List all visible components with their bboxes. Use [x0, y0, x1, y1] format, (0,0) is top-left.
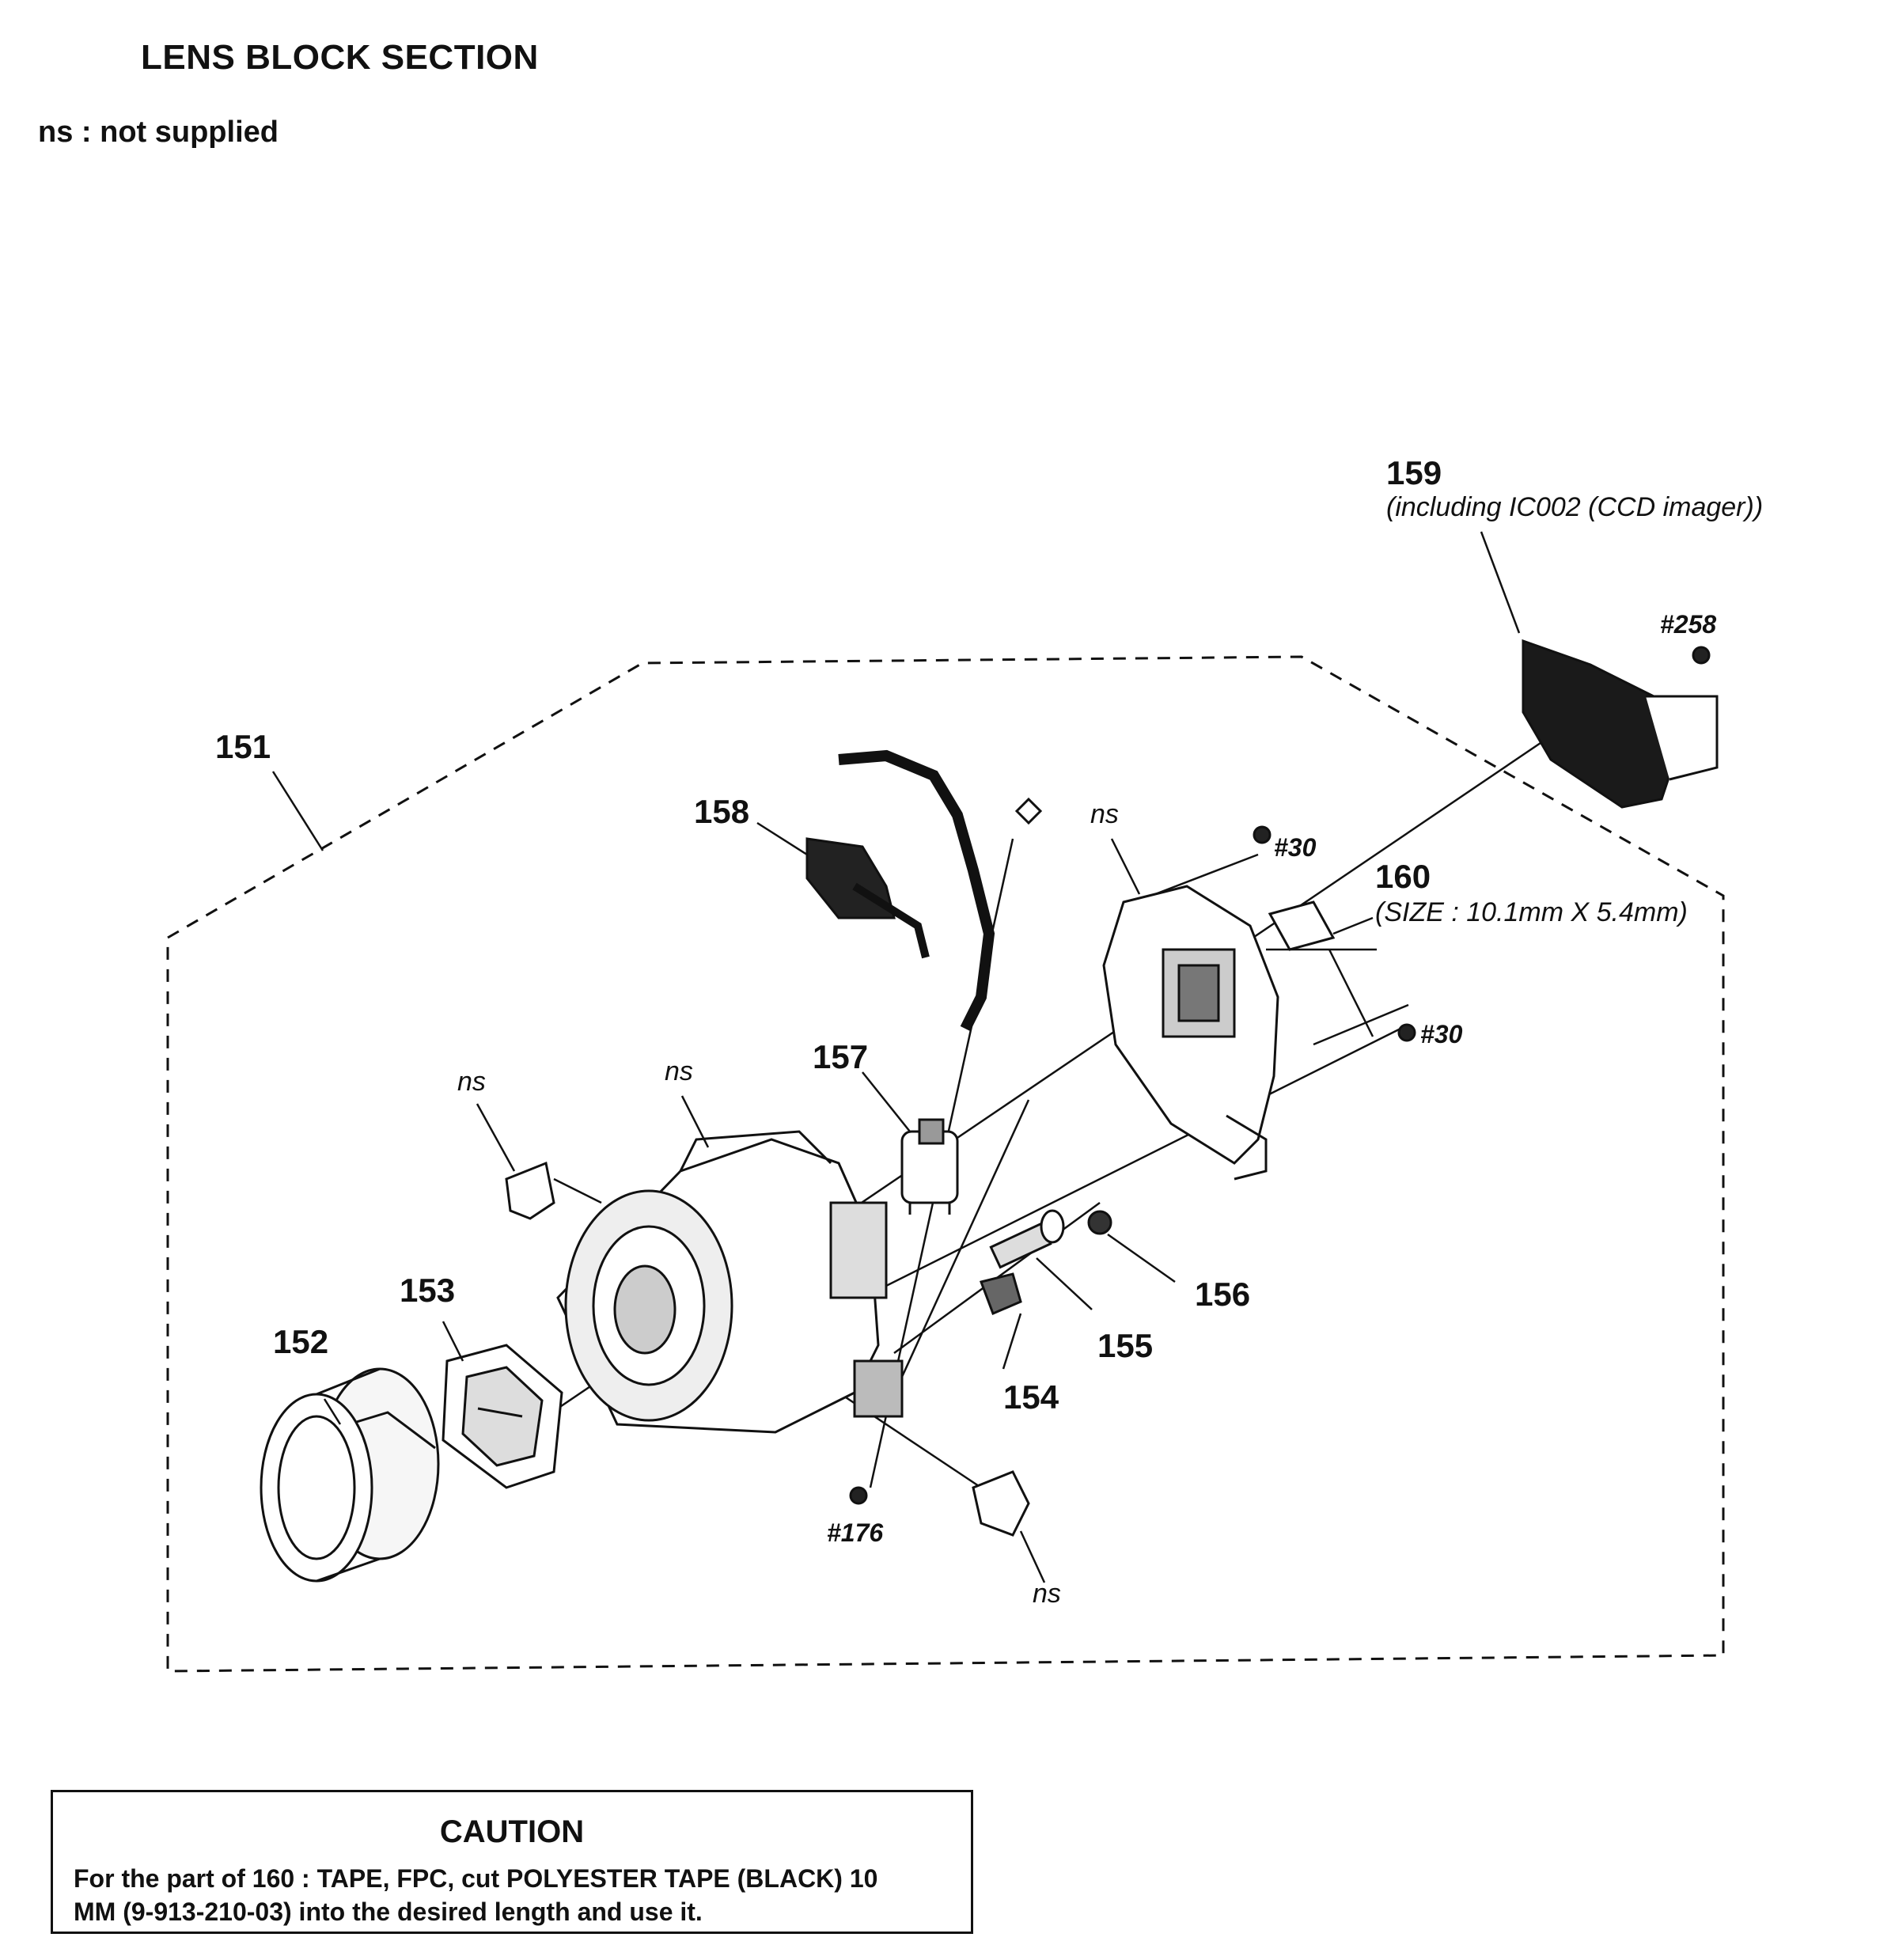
caution-box: CAUTION For the part of 160 : TAPE, FPC,… [51, 1790, 973, 1934]
screw-label-30-lower: #30 [1420, 1020, 1463, 1048]
rear-frame [1102, 885, 1279, 1181]
callout-159-note: (including IC002 (CCD imager)) [1386, 492, 1763, 522]
ns-label-left-bracket: ns [457, 1067, 486, 1097]
part-159-ccd-block [1522, 639, 1719, 809]
leader-lines [271, 531, 1521, 1583]
caution-line-1: For the part of 160 : TAPE, FPC, cut POL… [74, 1864, 878, 1893]
callout-158: 158 [694, 793, 749, 830]
caution-line-2: MM (9-913-210-03) into the desired lengt… [74, 1897, 703, 1926]
callout-160: 160 [1375, 858, 1431, 895]
screw-label-176: #176 [827, 1518, 883, 1547]
ns-labels: ns ns ns ns [457, 799, 1119, 1609]
screw-label-30-upper: #30 [1274, 833, 1317, 862]
callout-153: 153 [400, 1272, 455, 1309]
callout-155: 155 [1097, 1327, 1153, 1364]
ns-label-lower-bracket: ns [1033, 1579, 1061, 1609]
callout-151: 151 [215, 728, 271, 765]
caution-text: For the part of 160 : TAPE, FPC, cut POL… [74, 1862, 955, 1928]
part-152-lens-ring [260, 1367, 440, 1583]
lens-barrel-body [556, 1130, 904, 1434]
callout-152: 152 [273, 1323, 328, 1360]
ns-label-rear-frame: ns [1090, 799, 1119, 829]
part-160-tape [1268, 900, 1336, 951]
screw-labels: #258 #30 #30 #176 [827, 610, 1716, 1547]
part-157-motor [900, 1118, 959, 1215]
callout-159: 159 [1386, 454, 1442, 491]
caution-title: CAUTION [439, 1814, 585, 1849]
page-title: LENS BLOCK SECTION [141, 38, 539, 77]
ns-legend: ns : not supplied [38, 116, 279, 149]
screw-label-258: #258 [1660, 610, 1716, 639]
part-153-frame [442, 1344, 563, 1489]
callout-154: 154 [1003, 1378, 1059, 1416]
ns-label-barrel: ns [665, 1056, 693, 1086]
part-158-flex-cable [805, 749, 1043, 1032]
callout-160-note: (SIZE : 10.1mm X 5.4mm) [1375, 897, 1688, 927]
callouts: 151 152 153 154 155 156 157 158 159 (inc… [215, 454, 1763, 1416]
small-parts [505, 646, 1711, 1537]
assembly-151-boundary [166, 655, 1725, 1673]
callout-157: 157 [813, 1038, 868, 1075]
callout-156: 156 [1195, 1276, 1250, 1313]
